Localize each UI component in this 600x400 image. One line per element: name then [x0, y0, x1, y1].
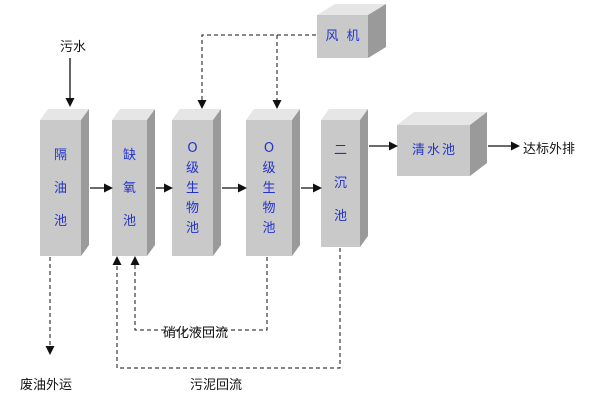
- o-tank-2-char: 生: [262, 180, 276, 196]
- o-tank-1-box-shape: [172, 109, 221, 256]
- air-line-dashed: [197, 34, 316, 109]
- anoxic-tank: 缺 氧 池: [112, 120, 147, 256]
- o-tank-1-char: O: [187, 140, 198, 156]
- anoxic-tank-box-shape: [112, 109, 155, 256]
- secondary-clarifier-char: 沉: [333, 176, 347, 191]
- o-stage-bio-tank-1: O 级 生 物 池: [172, 120, 213, 256]
- anoxic-char: 缺: [122, 147, 136, 163]
- blower-char: 机: [346, 29, 360, 44]
- o-tank-1-char: 级: [185, 160, 199, 176]
- o-tank-2-char: 级: [262, 160, 276, 176]
- nitrate-return-label: 硝化液回流: [163, 326, 229, 341]
- secondary-clarifier-box-shape: [321, 109, 368, 247]
- o-tank-1-char: 生: [185, 180, 199, 196]
- sludge-return-dashed: [112, 248, 341, 369]
- o-tank-2-char: O: [263, 140, 275, 156]
- nitrate-return-dashed: [130, 256, 268, 331]
- o-tank-2-char: 物: [262, 200, 276, 216]
- clear-water-char: 池: [442, 143, 456, 158]
- oil-separator-char: 油: [53, 180, 67, 196]
- o-tank-2-char: 池: [262, 220, 276, 236]
- secondary-clarifier-char: 池: [333, 209, 347, 224]
- o-tank-1-char: 物: [185, 200, 199, 216]
- oil-separator-char: 隔: [53, 147, 67, 163]
- o-tank-2-box-shape: [246, 109, 300, 256]
- secondary-clarifier: 二 沉 池: [321, 120, 360, 247]
- clear-water-char: 清: [411, 143, 425, 158]
- anoxic-char: 池: [122, 213, 136, 229]
- oil-separator-box-shape: [40, 109, 89, 256]
- clear-water-tank: 清 水 池: [397, 125, 470, 176]
- oil-separator-tank: 隔 油 池: [40, 120, 81, 256]
- sludge-return-label: 污泥回流: [190, 378, 243, 393]
- clear-water-box-shape: [397, 112, 487, 176]
- blower-box-shape: [317, 4, 386, 58]
- blower: 风 机: [317, 15, 368, 58]
- waste-oil-label: 废油外运: [20, 378, 73, 393]
- sewage-label: 污水: [60, 40, 87, 55]
- o-tank-1-char: 池: [185, 220, 199, 236]
- oil-separator-char: 池: [53, 213, 67, 229]
- clear-water-char: 水: [426, 143, 440, 158]
- blower-char: 风: [325, 29, 339, 44]
- secondary-clarifier-char: 二: [333, 143, 347, 158]
- discharge-label: 达标外排: [523, 142, 576, 157]
- anoxic-char: 氧: [122, 180, 136, 196]
- o-stage-bio-tank-2: O 级 生 物 池: [246, 120, 292, 256]
